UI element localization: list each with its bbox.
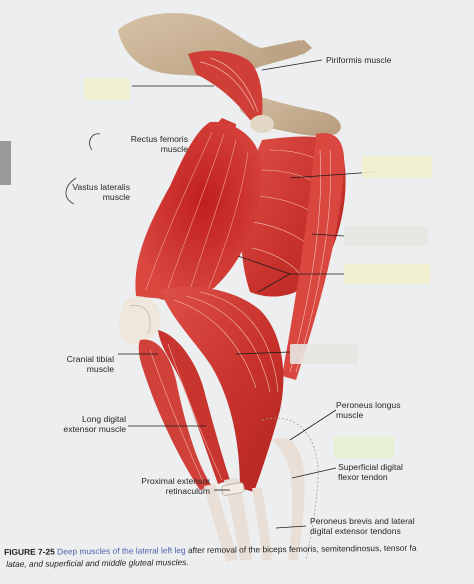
label-superficial-digital-flexor-tendon: Superficial digital flexor tendon (338, 462, 403, 482)
gastrocnemius-muscle (160, 286, 284, 492)
label-vastus-lateralis-muscle: Vastus lateralis muscle (72, 182, 130, 202)
distal-tendons (204, 437, 305, 562)
retinaculum-band (221, 482, 245, 496)
label-proximal-extensor-retinaculum: Proximal extensor retinaculum (141, 476, 210, 496)
caption-text-1: Deep muscles of the (57, 545, 134, 557)
caption-text-3: after removal of the biceps femoris, sem… (187, 542, 417, 556)
label-peroneus-longus-muscle: Peroneus longus muscle (336, 400, 401, 420)
label-piriformis-muscle: Piriformis muscle (326, 55, 392, 65)
handwritten-bracket-vastus (65, 177, 77, 205)
page-edge-tab (0, 141, 11, 185)
hidden-label-5 (290, 344, 358, 364)
cranial-tibial-muscle (138, 339, 212, 490)
hidden-label-2 (362, 156, 432, 178)
femoral-head (250, 115, 274, 133)
posterior-strap-muscle (282, 133, 345, 380)
piriformis-muscle (188, 50, 263, 120)
hidden-label-4 (344, 264, 430, 284)
figure-caption: FIGURE 7-25 Deep muscles of the lateral … (4, 541, 472, 570)
leader-lines (118, 59, 375, 529)
label-peroneus-brevis-tendons: Peroneus brevis and lateral digital exte… (310, 516, 415, 536)
handwritten-bracket-rectus (89, 133, 101, 151)
long-digital-extensor-muscle (158, 330, 230, 484)
patella-knee (119, 296, 161, 344)
vastus-lateralis-muscle (135, 121, 262, 299)
label-cranial-tibial-muscle: Cranial tibial muscle (66, 354, 114, 374)
label-long-digital-extensor-muscle: Long digital extensor muscle (63, 414, 126, 434)
hidden-label-3 (344, 226, 428, 246)
hidden-label-6 (334, 436, 394, 458)
caption-text-2: lateral left leg (135, 545, 186, 556)
figure-number: FIGURE 7-25 (4, 546, 55, 557)
hidden-label-1 (84, 78, 130, 100)
label-rectus-femoris-muscle: Rectus femoris muscle (130, 134, 188, 154)
